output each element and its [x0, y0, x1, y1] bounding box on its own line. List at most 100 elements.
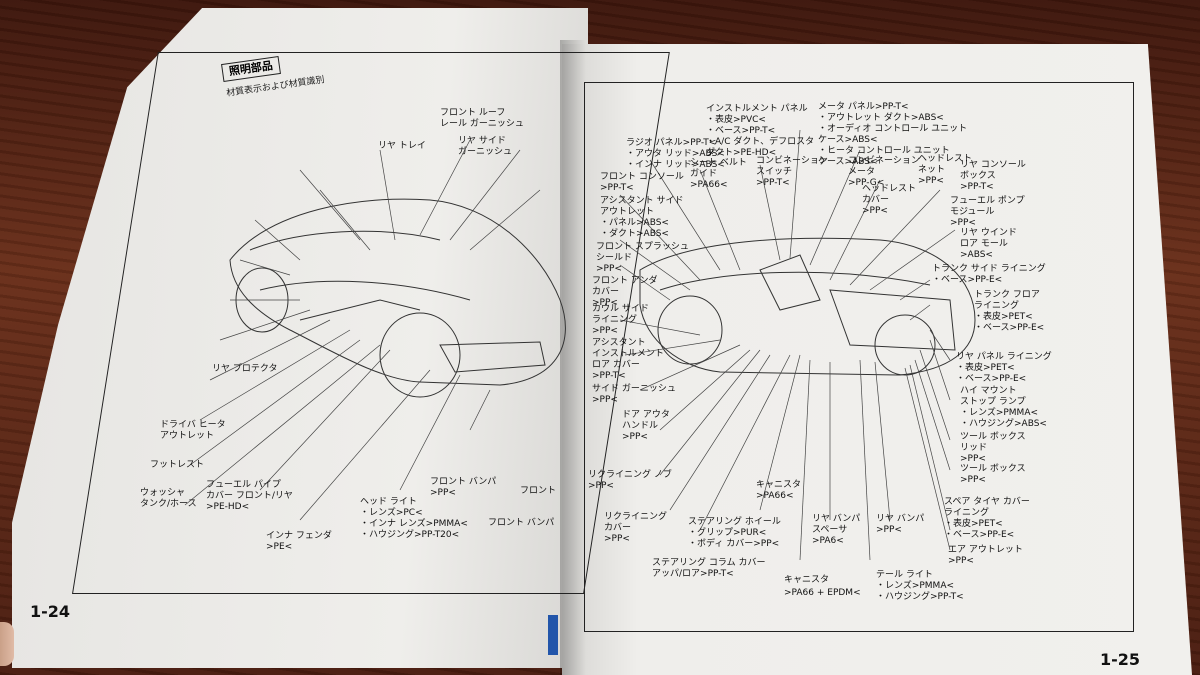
- callout-headrest-net-2: ネット: [918, 165, 946, 175]
- callout-rear-side-1: リヤ サイド: [458, 136, 506, 146]
- callout-steering-grip: ・グリップ>PUR<: [688, 528, 767, 538]
- callout-headlight-inner-lens: ・インナ レンズ>PMMA<: [360, 519, 468, 529]
- callout-trunk-side-lining: トランク サイド ライニング: [932, 264, 1046, 274]
- page-number-left: 1-24: [30, 602, 71, 621]
- callout-seatbelt-guide-material: >PA66<: [690, 180, 728, 190]
- callout-recline-cover-1: リクライニング: [604, 512, 668, 522]
- callout-trunk-side-base: ・ベース>PP-E<: [932, 275, 1003, 285]
- book-cover-edge: [548, 615, 558, 655]
- callout-driver-heater-1: ドライバ ヒータ: [160, 420, 226, 430]
- callout-fuel-pipe-material: >PE-HD<: [206, 502, 250, 512]
- callout-rear-tray: リヤ トレイ: [378, 141, 426, 151]
- callout-steering-wheel: ステアリング ホイール: [688, 517, 781, 527]
- callout-trunk-floor-skin: ・表皮>PET<: [974, 312, 1033, 322]
- callout-headrest-net-material: >PP<: [918, 176, 944, 186]
- callout-ip-duct-material: ダクト>PE-HD<: [706, 148, 777, 158]
- callout-recline-knob: リクライニング ノブ: [588, 470, 672, 480]
- callout-cowl-side-2: ライニング: [592, 315, 638, 325]
- callout-ip-skin: ・表皮>PVC<: [706, 115, 766, 125]
- callout-combination-meter-2: メータ: [848, 167, 876, 177]
- callout-combination-switch-material: >PP-T<: [756, 178, 790, 188]
- callout-assistant-lower-3: ロア カバー: [592, 360, 640, 370]
- callout-front-console: フロント コンソール: [600, 172, 684, 182]
- callout-trunk-floor-2: ライニング: [974, 301, 1020, 311]
- callout-assistant-lower-1: アシスタント: [592, 338, 646, 348]
- callout-outlet-duct: ・アウトレット ダクト>ABS<: [818, 113, 944, 123]
- callout-door-handle-material: >PP<: [622, 432, 648, 442]
- callout-combination-meter-material: >PP-G<: [848, 178, 885, 188]
- callout-headrest-cover-1: ヘッドレスト: [862, 184, 917, 194]
- callout-front-splash-2: シールド: [596, 253, 633, 263]
- callout-cowl-side-1: カウル サイド: [592, 304, 649, 314]
- callout-rear-console-material: >PP-T<: [960, 182, 994, 192]
- callout-combination-switch-1: コンビネーション: [756, 156, 828, 166]
- callout-steering-column-material: アッパ/ロア>PP-T<: [652, 569, 734, 579]
- callout-headlight-lens: ・レンズ>PC<: [360, 508, 423, 518]
- callout-assistant-outlet-1: アシスタント サイド: [600, 196, 684, 206]
- callout-recline-knob-material: >PP<: [588, 481, 614, 491]
- callout-door-handle-2: ハンドル: [622, 421, 659, 431]
- callout-steering-body-cover: ・ボディ カバー>PP<: [688, 539, 780, 549]
- callout-rear-console-1: リヤ コンソール: [960, 160, 1026, 170]
- callout-tool-box-lid-2: リッド: [960, 443, 988, 453]
- callout-radio-panel: ラジオ パネル>PP-T<: [626, 138, 717, 148]
- callout-combination-meter-1: コンビネーション: [848, 156, 920, 166]
- callout-assistant-lower-material: >PP-T<: [592, 371, 626, 381]
- callout-fuel-pump-2: モジュール: [950, 207, 995, 217]
- callout-audio-unit: ・オーディオ コントロール ユニット: [818, 124, 968, 134]
- callout-fuel-pump-1: フューエル ポンプ: [950, 196, 1025, 206]
- callout-rear-side-2: ガーニッシュ: [458, 147, 513, 157]
- callout-canister-2-material: >PA66 + EPDM<: [784, 588, 861, 598]
- callout-fuel-pipe-2: カバー フロント/リヤ: [206, 491, 293, 501]
- callout-tool-box: ツール ボックス: [960, 464, 1026, 474]
- callout-front-console-material: >PP-T<: [600, 183, 634, 193]
- callout-rear-window-molding-1: リヤ ウインド: [960, 228, 1017, 238]
- callout-front-roof-1: フロント ルーフ: [440, 108, 506, 118]
- callout-washer-2: タンク/ホース: [140, 499, 197, 509]
- callout-front-under-1: フロント アンダ: [592, 276, 658, 286]
- callout-trunk-floor-1: トランク フロア: [974, 290, 1040, 300]
- callout-canister-material: >PA66<: [756, 491, 794, 501]
- callout-high-mount-1: ハイ マウント: [960, 386, 1017, 396]
- callout-audio-case: ケース>ABS<: [818, 135, 878, 145]
- callout-rear-panel-base: ・ベース>PP-E<: [956, 374, 1027, 384]
- callout-rear-window-molding-2: ロア モール: [960, 239, 1008, 249]
- callout-front-bumper-material: >PP<: [430, 488, 456, 498]
- page-number-right: 1-25: [1100, 650, 1141, 669]
- callout-headrest-net-1: ヘッドレスト: [918, 154, 973, 164]
- callout-spare-tire-cover-1: スペア タイヤ カバー: [944, 497, 1030, 507]
- callout-rear-protector: リヤ プロテクタ: [212, 364, 278, 374]
- callout-headlight-housing: ・ハウジング>PP-T20<: [360, 530, 460, 540]
- right-diagram-frame: [584, 82, 1134, 632]
- callout-spare-tire-cover-2: ライニング: [944, 508, 990, 518]
- callout-tool-box-lid-1: ツール ボックス: [960, 432, 1026, 442]
- callout-tool-box-material: >PP<: [960, 475, 986, 485]
- callout-inner-fender: インナ フェンダ: [266, 531, 332, 541]
- callout-air-outlet-material: >PP<: [948, 556, 974, 566]
- callout-inner-fender-material: >PE<: [266, 542, 293, 552]
- callout-meter-panel: メータ パネル>PP-T<: [818, 102, 909, 112]
- callout-rear-console-2: ボックス: [960, 171, 996, 181]
- callout-assistant-outlet-panel: ・パネル>ABS<: [600, 218, 669, 228]
- callout-high-mount-housing: ・ハウジング>ABS<: [960, 419, 1047, 429]
- callout-rear-window-molding-material: >ABS<: [960, 250, 993, 260]
- callout-ip-ac-duct: ・A/C ダクト、デフロスタ: [706, 137, 815, 147]
- callout-ip-base: ・ベース>PP-T<: [706, 126, 776, 136]
- callout-instrument-panel: インストルメント パネル: [706, 104, 808, 114]
- callout-seatbelt-guide-1: シート ベルト: [690, 158, 747, 168]
- callout-front-bumper-2: フロント バンパ: [488, 518, 555, 528]
- callout-rear-panel-skin: ・表皮>PET<: [956, 363, 1015, 373]
- callout-front-bumper: フロント バンパ: [430, 477, 497, 487]
- callout-high-mount-2: ストップ ランプ: [960, 397, 1026, 407]
- callout-air-outlet: エア アウトレット: [948, 545, 1023, 555]
- callout-canister-2: キャニスタ: [784, 575, 830, 585]
- callout-spare-tire-skin: ・表皮>PET<: [944, 519, 1003, 529]
- callout-side-garnish-material: >PP<: [592, 395, 618, 405]
- thumb: [0, 622, 14, 666]
- callout-spare-tire-base: ・ベース>PP-E<: [944, 530, 1015, 540]
- callout-steering-column: ステアリング コラム カバー: [652, 558, 766, 568]
- callout-front: フロント: [520, 486, 557, 496]
- callout-door-handle-1: ドア アウタ: [622, 410, 670, 420]
- callout-headrest-cover-material: >PP<: [862, 206, 888, 216]
- callout-seatbelt-guide-2: ガイド: [690, 169, 718, 179]
